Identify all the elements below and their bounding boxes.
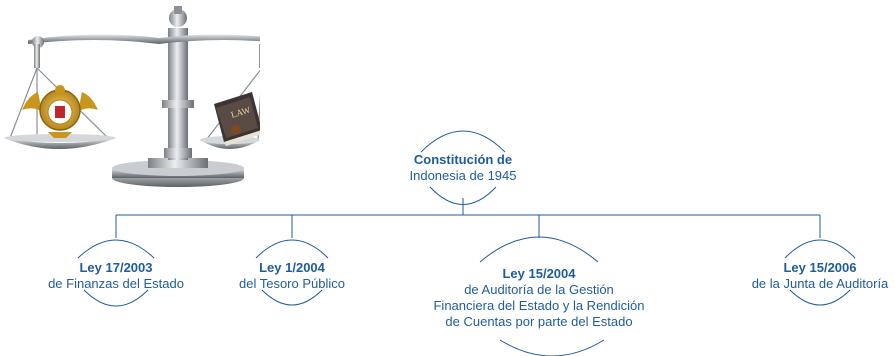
scale-pillar [162, 6, 194, 160]
node-root-line-1: Indonesia de 1945 [409, 168, 517, 183]
child-1-top-arc [77, 239, 155, 259]
child-4-bottom-arc [789, 289, 851, 306]
node-4-title: Ley 15/2006 [783, 260, 857, 275]
node-3-line-3: de Cuentas por parte del Estado [445, 314, 633, 329]
garuda-emblem-icon [22, 85, 98, 138]
child-3-top-arc [479, 236, 599, 263]
node-2-title: Ley 1/2004 [259, 260, 325, 275]
node-3-line-1: de Auditoría de la Gestión [464, 282, 614, 297]
node-root-title: Constitución de [413, 152, 513, 167]
node-4-line-1: de la Junta de Auditoría [751, 276, 889, 291]
child-3-bottom-arc [499, 339, 605, 356]
root-top-arc [420, 130, 506, 153]
law-book-icon: LAW [214, 92, 260, 146]
child-2-bottom-arc [261, 289, 323, 306]
node-1-title: Ley 17/2003 [79, 260, 153, 275]
node-ley-15-2004: Ley 15/2004 de Auditoría de la Gestión F… [419, 266, 659, 330]
child-2-top-arc [255, 239, 329, 259]
balance-scale-illustration: LAW [4, 6, 260, 187]
node-ley-1-2004: Ley 1/2004 del Tesoro Público [212, 260, 372, 292]
child-1-bottom-arc [83, 289, 149, 307]
node-1-line-1: de Finanzas del Estado [48, 276, 184, 291]
node-3-line-2: Financiera del Estado y la Rendición [433, 298, 645, 313]
node-root: Constitución de Indonesia de 1945 [383, 152, 543, 184]
child-4-top-arc [784, 239, 856, 259]
node-2-line-1: del Tesoro Público [239, 276, 345, 291]
scale-base [112, 158, 244, 187]
node-ley-17-2003: Ley 17/2003 de Finanzas del Estado [26, 260, 206, 292]
node-ley-15-2006: Ley 15/2006 de la Junta de Auditoría [750, 260, 890, 292]
node-3-title: Ley 15/2004 [502, 266, 576, 281]
